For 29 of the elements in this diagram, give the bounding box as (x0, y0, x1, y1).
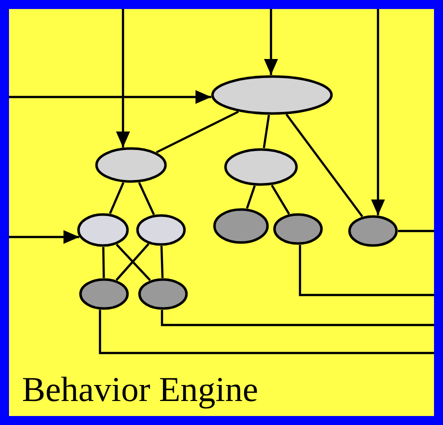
ellipse-node (136, 214, 186, 246)
connector-line (109, 182, 124, 214)
arrow (9, 230, 80, 244)
connector-line (98, 310, 434, 354)
ellipse-node (77, 213, 129, 247)
ellipse-node (95, 147, 167, 183)
arrow (9, 90, 212, 104)
ellipse-node (348, 215, 398, 247)
arrow (371, 9, 385, 216)
ellipse-node (79, 278, 129, 310)
connector-line (160, 310, 434, 326)
connector-line (398, 230, 434, 232)
connector-line (138, 182, 155, 216)
connector-line (270, 184, 290, 215)
connector-line (298, 244, 434, 296)
panel-title: Behavior Engine (22, 372, 258, 407)
connector-line (262, 114, 270, 148)
ellipse-node (213, 208, 269, 244)
ellipse-node (211, 75, 333, 115)
connector-line (246, 185, 256, 209)
connector-line (102, 246, 105, 278)
connector-line (156, 110, 239, 154)
ellipse-node (273, 213, 323, 245)
arrow (264, 9, 278, 75)
arrow (116, 9, 130, 148)
connector-line (160, 246, 164, 278)
connector-line (286, 114, 364, 218)
ellipse-node (138, 278, 188, 310)
ellipse-node (224, 148, 298, 186)
